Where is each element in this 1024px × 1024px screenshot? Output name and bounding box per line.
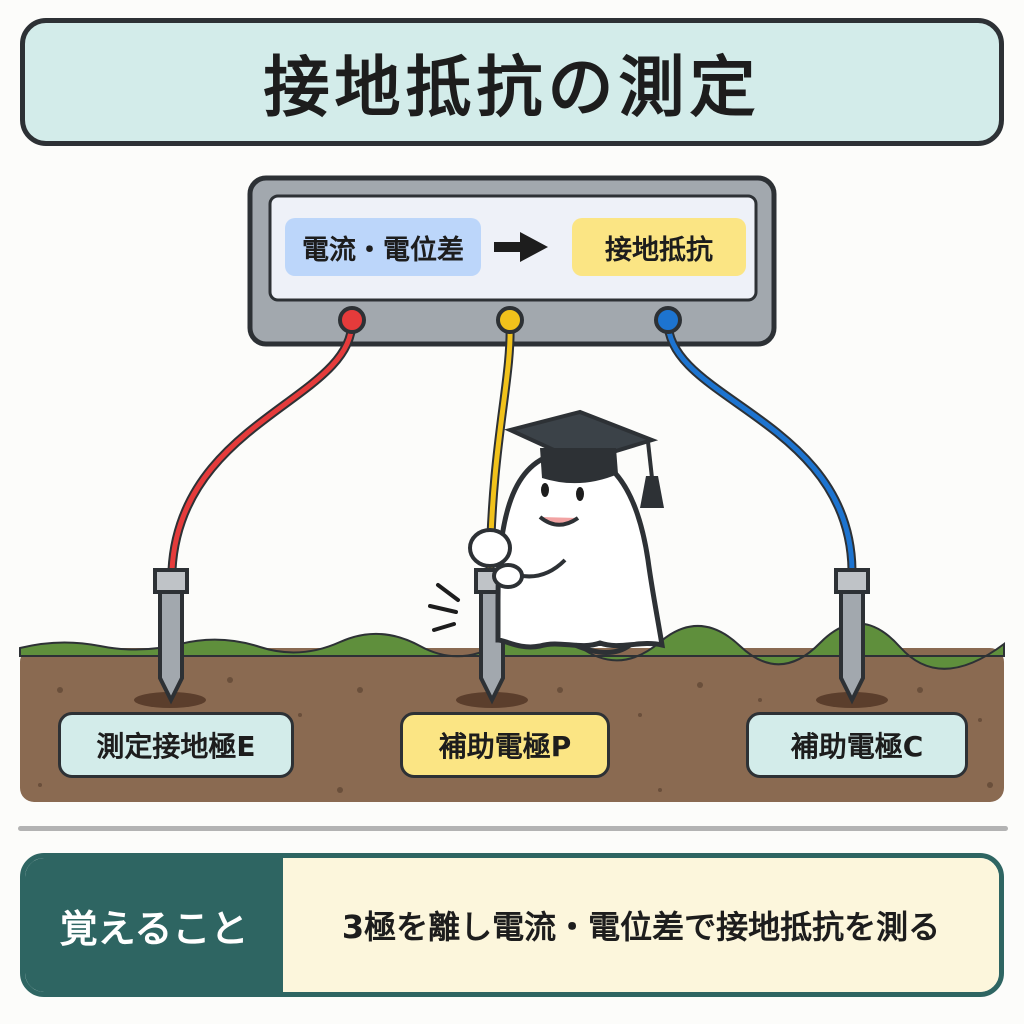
memo-text: 3極を離し電流・電位差で接地抵抗を測る <box>341 908 941 946</box>
section-divider <box>18 826 1008 831</box>
earth-resistance-chip: 接地抵抗 <box>572 218 746 276</box>
earth-resistance-label: 接地抵抗 <box>605 234 713 266</box>
motion-lines <box>428 583 460 632</box>
electrode-p-text: 補助電極P <box>438 730 572 763</box>
electrode-e-label: 測定接地極E <box>58 712 294 778</box>
current-potential-label: 電流・電位差 <box>302 234 464 266</box>
blue-terminal <box>654 306 682 334</box>
ghost-mascot <box>428 449 666 655</box>
memo-body: 3極を離し電流・電位差で接地抵抗を測る <box>283 858 999 992</box>
electrode-p-label: 補助電極P <box>400 712 610 778</box>
red-lead-outline <box>167 321 357 571</box>
red-terminal <box>338 306 366 334</box>
current-potential-chip: 電流・電位差 <box>285 218 481 276</box>
electrode-c-label: 補助電極C <box>746 712 968 778</box>
memo-box: 覚えること 3極を離し電流・電位差で接地抵抗を測る <box>20 853 1004 997</box>
yellow-terminal <box>496 306 524 334</box>
electrode-e-text: 測定接地極E <box>96 730 256 763</box>
electrode-c-text: 補助電極C <box>790 730 924 763</box>
yellow-lead-wire <box>487 321 513 571</box>
title-banner: 接地抵抗の測定 <box>20 18 1004 146</box>
red-lead-wire <box>169 321 355 571</box>
blue-lead-outline <box>663 321 857 571</box>
page-title: 接地抵抗の測定 <box>263 49 761 126</box>
ghost-hand <box>468 528 512 568</box>
electrode-e-stake <box>153 568 189 705</box>
memo-heading-text: 覚えること <box>59 906 249 951</box>
blue-lead-wire <box>665 321 855 571</box>
arrow-right-icon <box>494 232 548 262</box>
memo-heading: 覚えること <box>25 858 283 992</box>
electrode-c-stake <box>834 568 870 705</box>
graduation-cap-icon <box>504 409 664 508</box>
